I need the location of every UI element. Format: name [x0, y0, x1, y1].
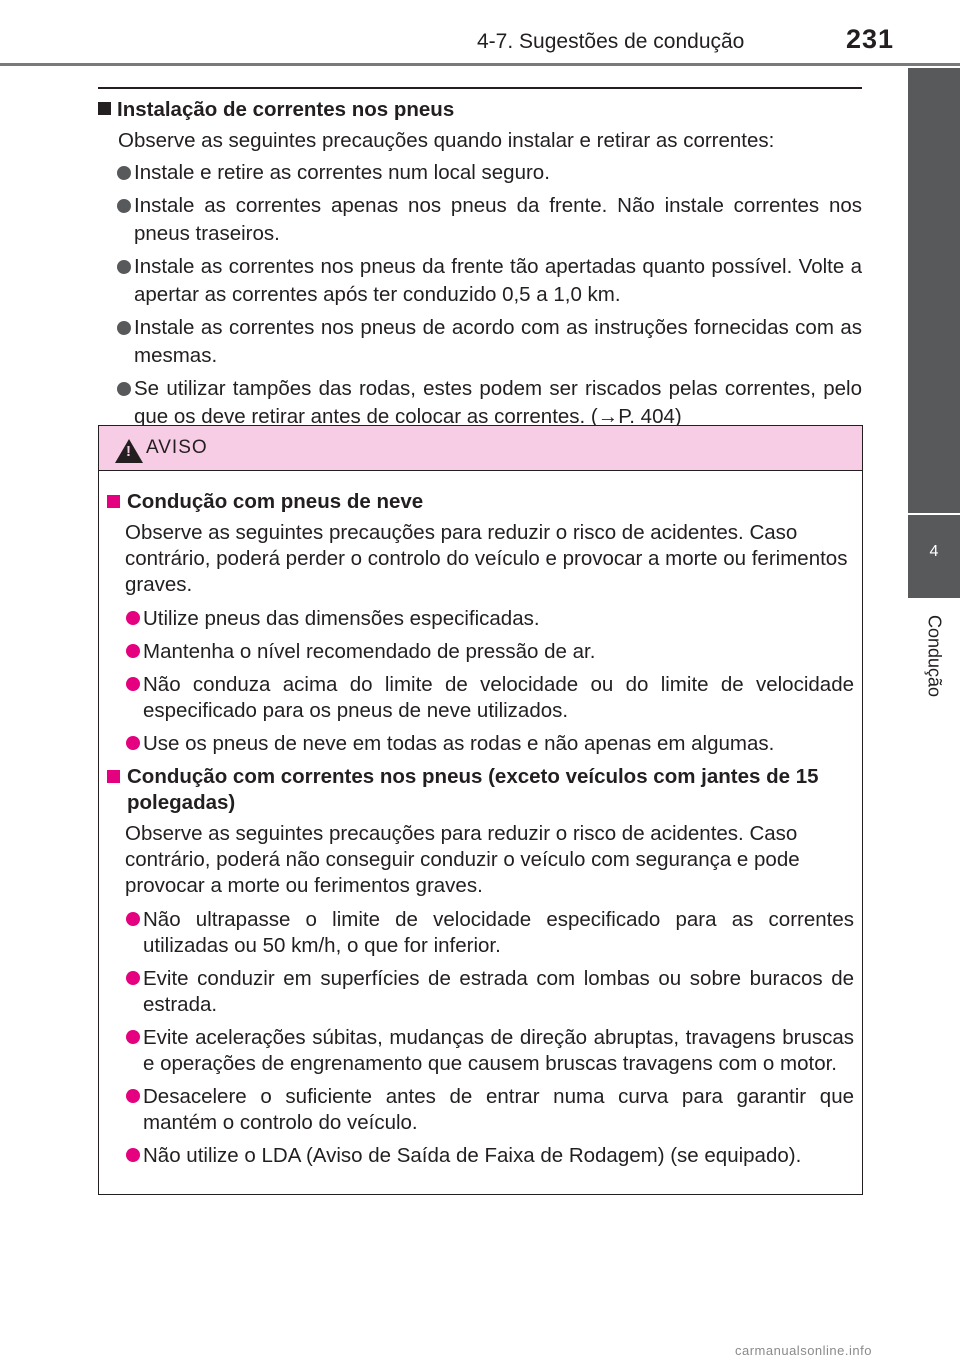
bullet-dot-icon — [126, 1089, 140, 1103]
list-item: Instale as correntes nos pneus da frente… — [98, 253, 862, 309]
content-divider — [98, 87, 862, 89]
list-item: Não conduza acima do limite de velocidad… — [105, 672, 854, 724]
chapter-tab[interactable] — [908, 515, 960, 598]
section-heading: 4-7. Sugestões de condução — [477, 30, 745, 53]
warning-section-title: Condução com pneus de neve — [105, 489, 854, 515]
list-item: Instale as correntes apenas nos pneus da… — [98, 192, 862, 248]
warning-section-intro: Observe as seguintes precauções para red… — [125, 521, 848, 596]
square-bullet-icon — [107, 770, 120, 783]
warning-label: AVISO — [146, 437, 208, 458]
bullet-dot-icon — [126, 971, 140, 985]
bullet-dot-icon — [117, 166, 131, 180]
square-bullet-icon — [107, 495, 120, 508]
list-item: Se utilizar tampões das rodas, estes pod… — [98, 375, 862, 431]
bullet-dot-icon — [117, 382, 131, 396]
chapter-number: 4 — [929, 543, 939, 560]
bullet-dot-icon — [126, 912, 140, 926]
section-intro: Observe as seguintes precauções quando i… — [118, 129, 775, 152]
warning-header: ! AVISO — [99, 426, 862, 471]
list-item: Instale e retire as correntes num local … — [98, 159, 862, 187]
bullet-dot-icon — [117, 321, 131, 335]
bullet-dot-icon — [126, 644, 140, 658]
list-item: Não utilize o LDA (Aviso de Saída de Fai… — [105, 1143, 854, 1169]
bullet-dot-icon — [126, 677, 140, 691]
bullet-dot-icon — [126, 1148, 140, 1162]
list-item: Evite conduzir em superfícies de estrada… — [105, 966, 854, 1018]
list-item: Não ultrapasse o limite de velocidade es… — [105, 907, 854, 959]
bullet-dot-icon — [126, 1030, 140, 1044]
warning-content: Condução com pneus de neve Observe as se… — [99, 489, 862, 1176]
list-item: Evite acelerações súbitas, mudanças de d… — [105, 1025, 854, 1077]
bullet-dot-icon — [126, 736, 140, 750]
page-header: 4-7. Sugestões de condução 231 — [0, 0, 960, 68]
watermark: carmanualsonline.info — [735, 1343, 872, 1358]
bullet-dot-icon — [126, 611, 140, 625]
warning-triangle-icon: ! — [115, 439, 143, 463]
warning-section-title: Condução com correntes nos pneus (exceto… — [105, 764, 854, 816]
list-item: Mantenha o nível recomendado de pressão … — [105, 639, 854, 665]
warning-box: ! AVISO Condução com pneus de neve Obser… — [98, 425, 863, 1195]
side-tab-upper — [908, 68, 960, 513]
section-title: Instalação de correntes nos pneus — [98, 96, 862, 124]
list-item: Instale as correntes nos pneus de acordo… — [98, 314, 862, 370]
page-number: 231 — [846, 24, 895, 54]
chains-section: Instalação de correntes nos pneus Observ… — [98, 96, 862, 436]
list-item: Utilize pneus das dimensões especificada… — [105, 606, 854, 632]
bullet-dot-icon — [117, 260, 131, 274]
bullet-dot-icon — [117, 199, 131, 213]
chapter-label: Condução — [924, 614, 945, 698]
warning-section-intro: Observe as seguintes precauções para red… — [125, 822, 800, 897]
square-bullet-icon — [98, 102, 111, 115]
header-divider — [0, 63, 960, 66]
list-item: Desacelere o suficiente antes de entrar … — [105, 1084, 854, 1136]
list-item: Use os pneus de neve em todas as rodas e… — [105, 731, 854, 757]
